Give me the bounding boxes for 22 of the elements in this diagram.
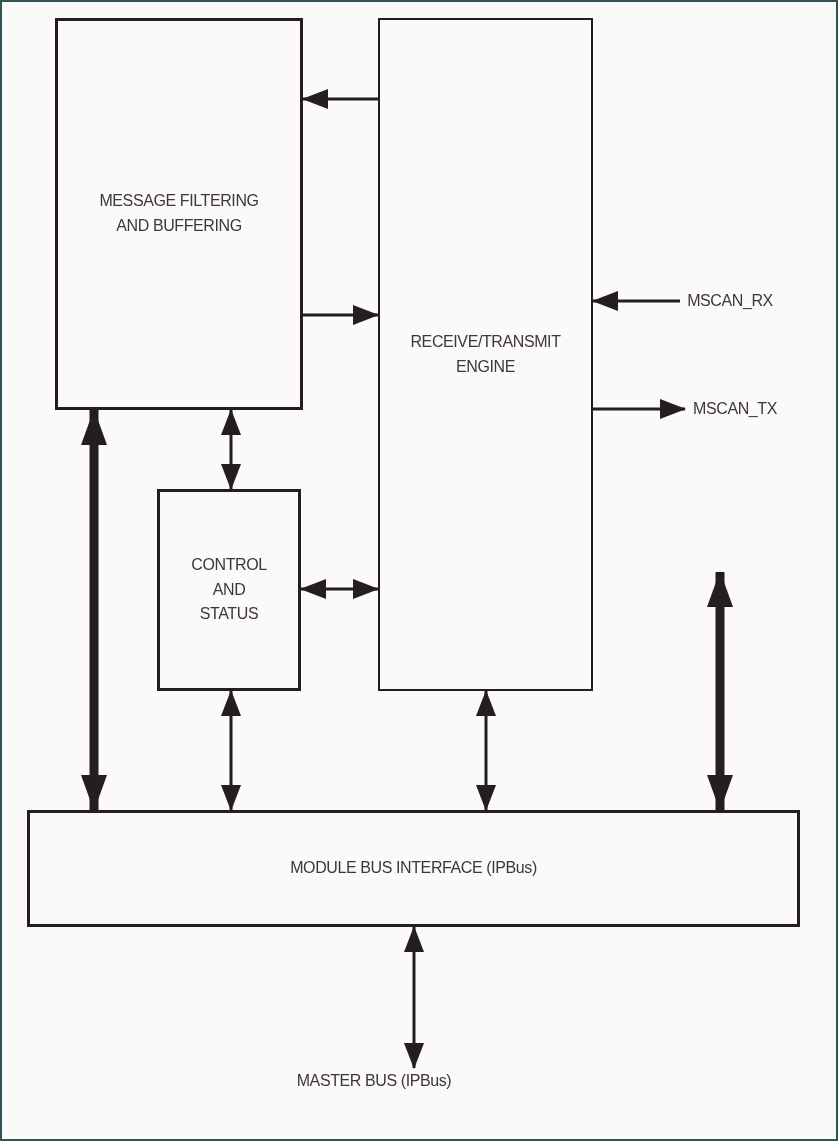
arrow — [303, 305, 379, 325]
arrow — [300, 579, 379, 599]
arrow — [707, 571, 733, 811]
arrow — [476, 690, 496, 811]
arrow — [81, 409, 107, 811]
block-box — [378, 18, 593, 691]
block-box — [55, 18, 303, 410]
signal-label: MSCAN_RX — [687, 290, 773, 311]
arrow — [221, 409, 241, 490]
block-label: CONTROL AND STATUS — [190, 554, 268, 625]
arrow — [302, 89, 378, 109]
arrow — [592, 291, 680, 311]
block-label: RECEIVE/TRANSMIT ENGINE — [409, 331, 562, 377]
block-box — [27, 810, 800, 927]
arrow — [404, 926, 424, 1069]
arrow — [221, 690, 241, 811]
signal-label: MSCAN_TX — [693, 398, 777, 419]
signal-label: MASTER BUS (IPBus) — [296, 1070, 452, 1091]
block-label: MESSAGE FILTERING AND BUFFERING — [98, 191, 260, 236]
block-box — [157, 489, 301, 691]
arrow — [593, 399, 686, 419]
block-label: MODULE BUS INTERFACE (IPBus) — [290, 858, 537, 879]
